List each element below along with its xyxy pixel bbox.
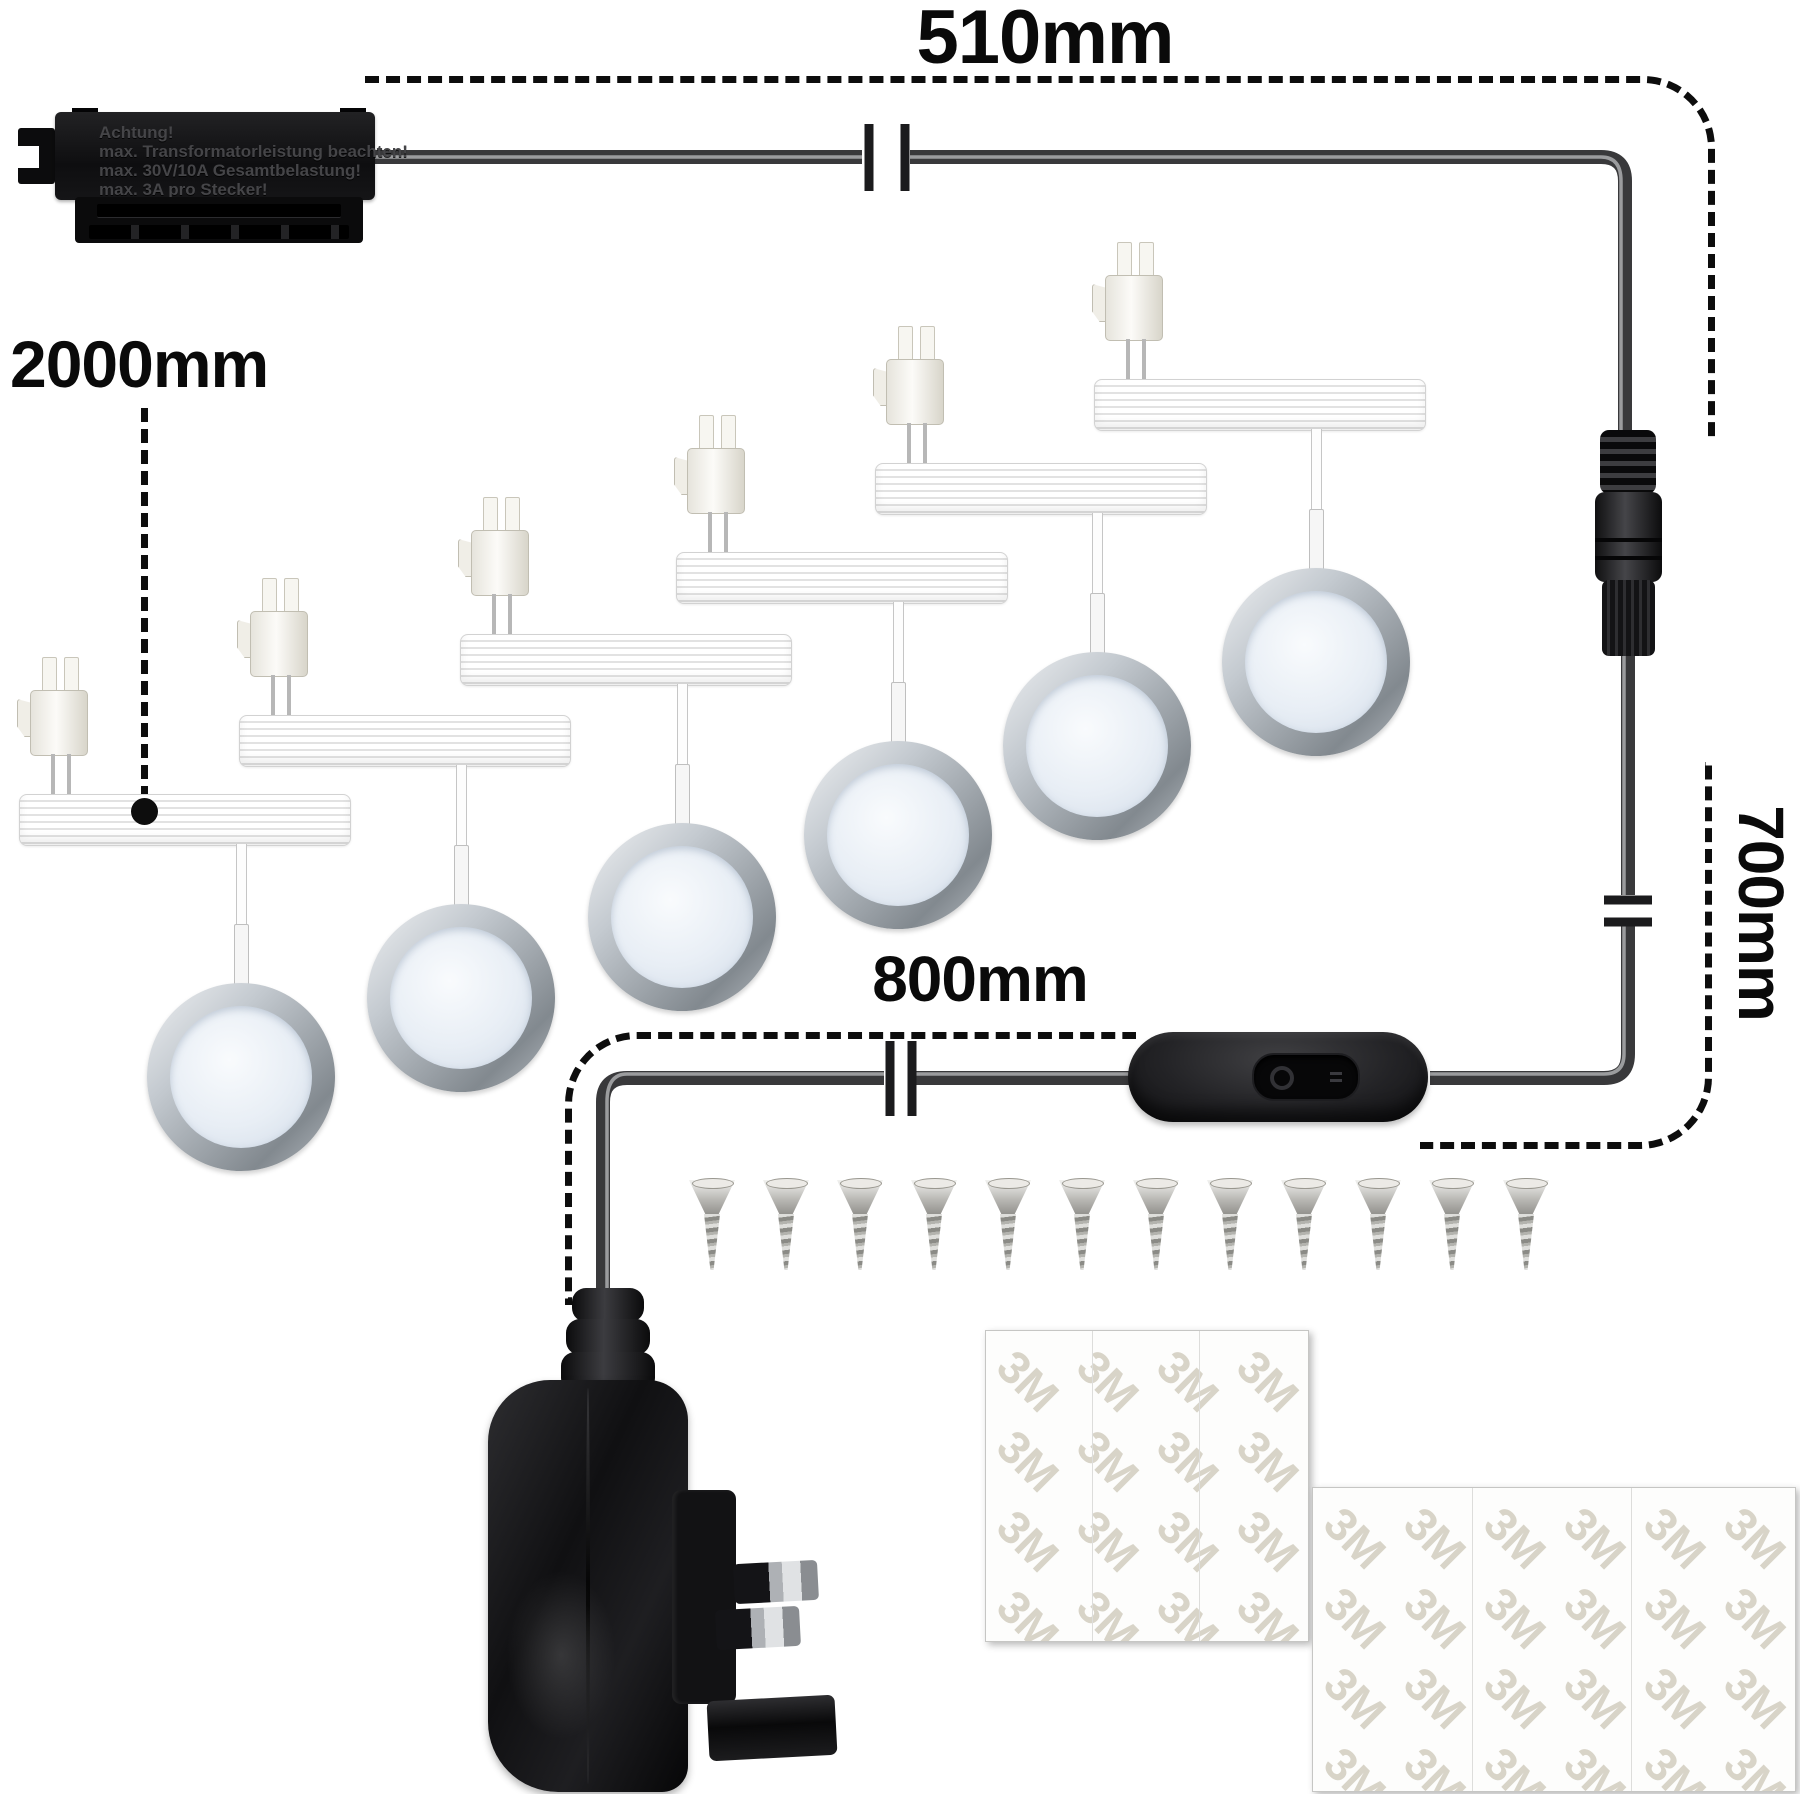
two-pin-connector	[873, 326, 951, 467]
puck-light	[804, 741, 992, 929]
adhesive-pad-1: 3M 3M3M3M3M3M3M3M3M3M3M3M3M3M3M3M3M3M3M3…	[985, 1330, 1309, 1642]
plug-body	[488, 1380, 688, 1792]
3m-logo: 3M	[1714, 1737, 1796, 1792]
coiled-cable-bar	[239, 715, 571, 767]
mounting-hook-notch	[18, 146, 39, 168]
mounting-screw	[1058, 1178, 1106, 1272]
mounting-screw	[688, 1178, 736, 1272]
light-stem	[1311, 429, 1322, 512]
power-off-ring-icon	[1270, 1066, 1294, 1090]
two-pin-connector	[458, 497, 536, 638]
dimension-label-2000mm: 2000mm	[10, 327, 269, 401]
connector-body	[471, 530, 529, 596]
mounting-screw	[1280, 1178, 1328, 1272]
plug-pin-neutral	[715, 1605, 801, 1651]
cable-break-marks	[864, 124, 1652, 1116]
mounting-screw	[1502, 1178, 1550, 1272]
plug-pin-live	[733, 1559, 819, 1605]
mounting-screw	[1354, 1178, 1402, 1272]
coiled-cable-bar	[460, 634, 792, 686]
puck-light-unit	[17, 657, 351, 1179]
coiled-cable-bar	[19, 794, 351, 846]
dimension-label-800mm: 800mm	[872, 943, 1089, 1015]
plug-pin-base	[672, 1490, 736, 1704]
mounting-screw	[1428, 1178, 1476, 1272]
two-pin-connector	[674, 415, 752, 556]
dimension-label-510mm: 510mm	[916, 0, 1175, 80]
mounting-screw	[836, 1178, 884, 1272]
puck-light-unit	[1092, 242, 1426, 764]
puck-light	[367, 904, 555, 1092]
connector-body	[1105, 275, 1163, 341]
puck-light	[588, 823, 776, 1011]
dc-connector-barrel	[1595, 492, 1662, 582]
puck-light-face	[390, 927, 532, 1069]
coiled-cable-bar	[676, 552, 1008, 604]
puck-light-unit	[674, 415, 1008, 937]
puck-light-face	[1245, 591, 1387, 733]
puck-light-unit	[873, 326, 1207, 848]
measure-line-2000mm	[141, 408, 158, 800]
puck-light-face	[170, 1006, 312, 1148]
plug-pin-earth	[706, 1694, 838, 1762]
connector-body	[30, 690, 88, 756]
puck-light	[1222, 568, 1410, 756]
measure-line-700mm	[1420, 762, 1712, 1149]
mounting-screw	[984, 1178, 1032, 1272]
two-pin-connector	[1092, 242, 1170, 383]
measure-line-510mm	[365, 76, 1715, 439]
measure-line-800mm	[565, 1032, 1136, 1305]
puck-light-face	[1026, 675, 1168, 817]
connector-body	[886, 359, 944, 425]
rocker-button	[1252, 1053, 1360, 1101]
puck-light-unit	[237, 578, 571, 1100]
puck-light-face	[611, 846, 753, 988]
light-stem-joint	[1309, 509, 1324, 573]
connector-body	[250, 611, 308, 677]
driver-box-socket-tray	[75, 197, 363, 243]
coiled-cable-bar	[1094, 379, 1426, 431]
power-on-mark-icon	[1330, 1072, 1342, 1075]
dc-connector-sleeve	[1602, 580, 1655, 656]
two-pin-connector	[17, 657, 95, 798]
puck-light	[1003, 652, 1191, 840]
inline-power-switch	[1128, 1032, 1428, 1122]
connector-body	[687, 448, 745, 514]
cable-strain-relief	[572, 1288, 644, 1322]
driver-warning-text: Achtung! max. Transformatorleistung beac…	[99, 123, 408, 199]
puck-light	[147, 983, 335, 1171]
puck-light-face	[827, 764, 969, 906]
dc-connector-nut	[1600, 430, 1656, 494]
measure-dot-2000mm	[131, 798, 158, 825]
mounting-screw	[910, 1178, 958, 1272]
two-pin-connector	[237, 578, 315, 719]
driver-box-top: Achtung! max. Transformatorleistung beac…	[55, 112, 408, 200]
coiled-cable-bar	[875, 463, 1207, 515]
mounting-screw	[1132, 1178, 1180, 1272]
mounting-screw	[762, 1178, 810, 1272]
puck-light-unit	[458, 497, 792, 1019]
mounting-screw	[1206, 1178, 1254, 1272]
